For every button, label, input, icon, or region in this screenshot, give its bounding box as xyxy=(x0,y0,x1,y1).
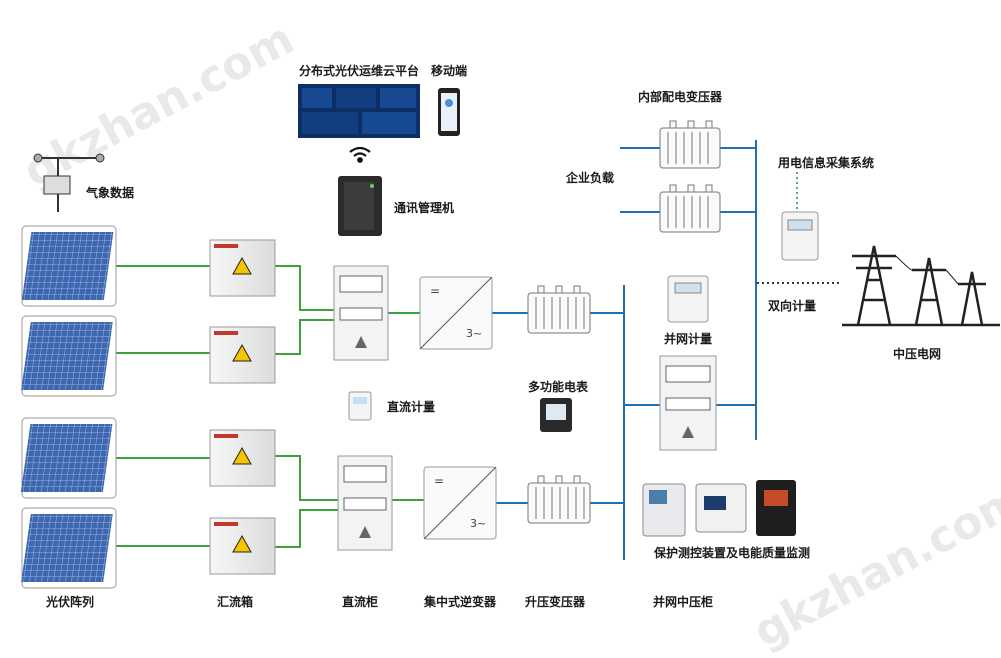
inverter-top-dc-symbol: = xyxy=(430,284,440,298)
label-power-info-system: 用电信息采集系统 xyxy=(778,156,875,170)
pv-array-3 xyxy=(20,417,117,499)
step-up-transformer-top xyxy=(527,285,591,334)
internal-transformer-2 xyxy=(659,184,721,233)
combiner-boxes xyxy=(209,239,276,575)
pv-array-4 xyxy=(21,507,117,589)
transmission-towers xyxy=(842,245,1000,327)
pv-array-2 xyxy=(21,315,117,397)
label-combiner-box: 汇流箱 xyxy=(217,595,254,609)
label-mv-grid: 中压电网 xyxy=(893,347,942,361)
info-system-meter xyxy=(781,211,819,261)
pv-arrays xyxy=(20,225,117,589)
inverter-top-ac-symbol: 3~ xyxy=(466,327,482,340)
inverter-top xyxy=(419,276,493,350)
label-protection: 保护测控装置及电能质量监测 xyxy=(654,546,811,560)
inverter-bottom-dc-symbol: = xyxy=(434,474,444,488)
grid-meter xyxy=(667,275,709,323)
inverter-bottom xyxy=(423,466,497,540)
label-grid-mv-cabinet: 并网中压柜 xyxy=(653,595,714,609)
cloud-platform-screen xyxy=(298,84,420,138)
label-inverter: 集中式逆变器 xyxy=(424,595,497,609)
label-bidirectional-meter: 双向计量 xyxy=(768,299,817,313)
label-internal-transformer: 内部配电变压器 xyxy=(638,90,723,104)
inverters xyxy=(419,276,497,540)
dc-meter xyxy=(348,391,372,421)
protection-devices xyxy=(642,480,796,537)
ac-lines xyxy=(492,140,757,560)
inverter-bottom-ac-symbol: 3~ xyxy=(470,517,486,530)
label-cloud-platform: 分布式光伏运维云平台 xyxy=(299,64,420,78)
dc-cabinet-top xyxy=(333,265,389,361)
label-grid-meter: 并网计量 xyxy=(664,332,713,346)
internal-transformer-1 xyxy=(659,120,721,169)
label-weather: 气象数据 xyxy=(86,186,135,200)
pv-array-1 xyxy=(21,225,117,307)
label-dc-meter: 直流计量 xyxy=(387,400,436,414)
dc-cabinets xyxy=(333,265,393,551)
comm-manager xyxy=(338,176,382,236)
wifi-icon xyxy=(349,146,371,163)
label-dc-cabinet: 直流柜 xyxy=(342,595,379,609)
label-step-up-transformer: 升压变压器 xyxy=(525,595,586,609)
dc-lines xyxy=(116,265,424,548)
dc-cabinet-bottom xyxy=(337,455,393,551)
multi-function-meter xyxy=(540,398,572,432)
label-pv-array: 光伏阵列 xyxy=(46,595,95,609)
label-mobile: 移动端 xyxy=(431,64,468,78)
combiner-box-3 xyxy=(209,429,276,487)
combiner-box-2 xyxy=(209,326,276,384)
combiner-box-4 xyxy=(209,517,276,575)
label-enterprise-load: 企业负载 xyxy=(566,171,615,185)
weather-station xyxy=(33,153,105,212)
grid-mv-cabinet xyxy=(659,355,717,451)
label-multi-meter: 多功能电表 xyxy=(528,380,589,394)
combiner-box-1 xyxy=(209,239,276,297)
mobile-phone xyxy=(438,88,460,136)
label-comm-manager: 通讯管理机 xyxy=(394,201,455,215)
step-up-transformer-bottom xyxy=(527,475,591,524)
